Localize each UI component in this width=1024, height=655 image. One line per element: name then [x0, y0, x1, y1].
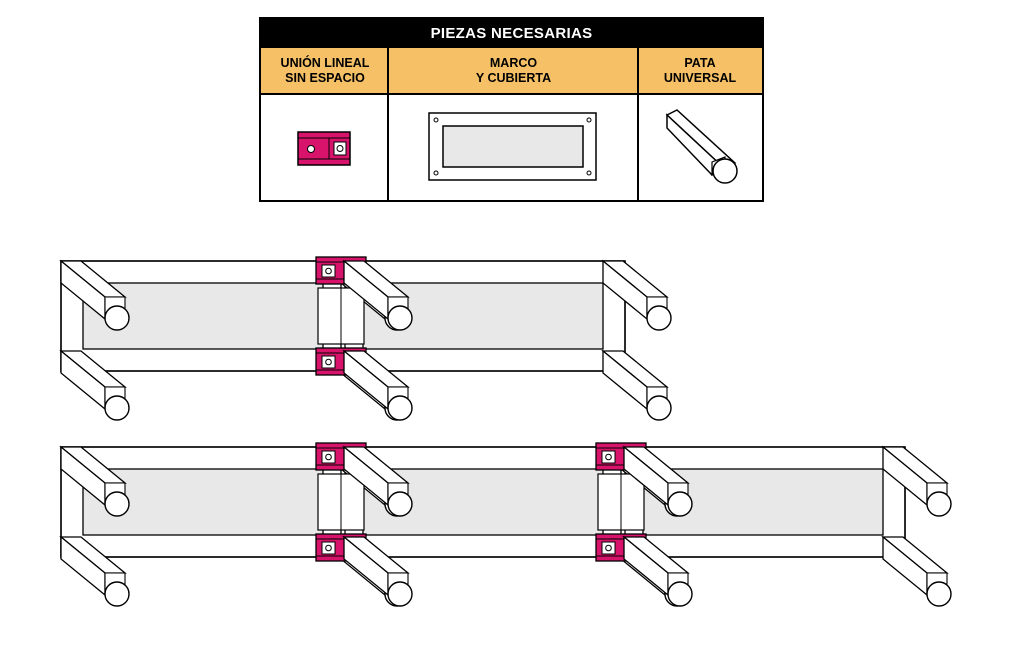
- cell-universal-leg: [639, 95, 762, 200]
- leg-foot: [646, 305, 672, 331]
- leg-foot: [104, 491, 130, 517]
- cell-linear-union: [261, 95, 387, 200]
- leg-foot: [667, 581, 693, 607]
- header-frame-cover: MARCO Y CUBIERTA: [389, 48, 638, 95]
- leg-foot: [387, 305, 413, 331]
- parts-table: PIEZAS NECESARIAS UNIÓN LINEAL SIN ESPAC…: [259, 17, 764, 202]
- connector-hole: [605, 544, 612, 552]
- leg-foot: [667, 491, 693, 517]
- leg-foot: [387, 395, 413, 421]
- connector-hole: [325, 358, 332, 366]
- universal-leg-icon: [665, 109, 738, 184]
- leg-foot: [387, 491, 413, 517]
- table-title: PIEZAS NECESARIAS: [261, 19, 762, 48]
- leg-foot: [387, 581, 413, 607]
- leg-foot: [646, 395, 672, 421]
- header-universal-leg-line2: UNIVERSAL: [663, 70, 737, 85]
- assembly-1: [59, 256, 672, 421]
- column-divider: [387, 48, 389, 200]
- connector-hole: [325, 544, 332, 552]
- header-frame-cover-line1: MARCO: [489, 55, 538, 70]
- connector-hole: [325, 267, 332, 275]
- header-universal-leg-line1: PATA: [684, 55, 716, 70]
- connector-hole: [605, 453, 612, 461]
- leg-foot: [926, 581, 952, 607]
- header-linear-union-line1: UNIÓN LINEAL: [280, 55, 370, 70]
- leg-foot: [104, 395, 130, 421]
- cell-frame-cover: [389, 95, 637, 200]
- column-divider: [637, 48, 639, 200]
- leg-foot: [104, 305, 130, 331]
- assembly-2: [59, 442, 952, 607]
- header-linear-union: UNIÓN LINEAL SIN ESPACIO: [261, 48, 389, 95]
- leg-foot: [104, 581, 130, 607]
- frame-and-cover-icon: [428, 112, 597, 181]
- linear-union-connector-icon: [297, 131, 351, 166]
- header-frame-cover-line2: Y CUBIERTA: [475, 70, 552, 85]
- header-linear-union-line2: SIN ESPACIO: [285, 70, 365, 85]
- header-universal-leg: PATA UNIVERSAL: [638, 48, 762, 95]
- leg-foot: [926, 491, 952, 517]
- connector-hole: [325, 453, 332, 461]
